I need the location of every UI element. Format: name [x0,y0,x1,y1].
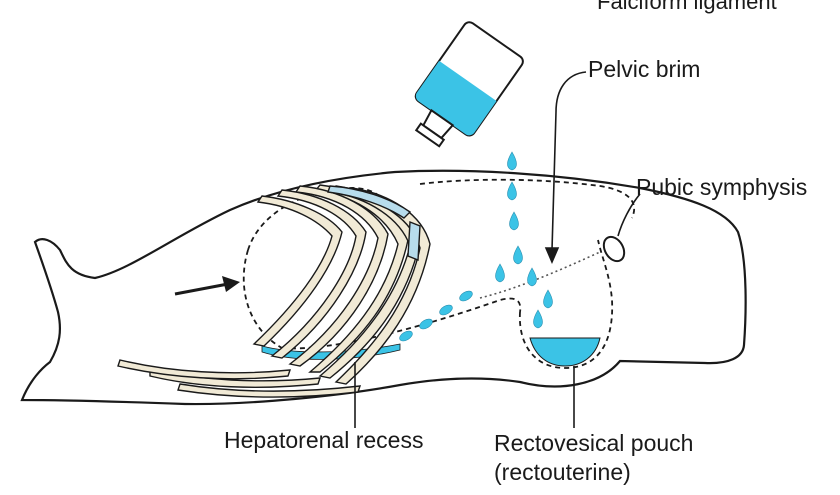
peritoneal-outline-anterior [420,180,634,218]
pubic-symphysis-label: Pubic symphysis [636,176,807,199]
pelvic-brim-label: Pelvic brim [588,58,700,81]
hepatorenal-recess-label: Hepatorenal recess [224,429,423,452]
pelvic-brim-arrowhead [546,248,558,262]
bottle [399,20,525,158]
arrow-indicator [175,276,240,294]
falciform-ligament-label: Falciform ligament [597,0,777,13]
rectovesical-pouch-label: Rectovesical pouch [494,432,693,455]
rib-cage [118,185,430,397]
rectouterine-pouch-label: (rectouterine) [494,461,631,484]
pubic-symphysis-leader [618,194,640,236]
pelvic-brim-leader [552,72,586,250]
